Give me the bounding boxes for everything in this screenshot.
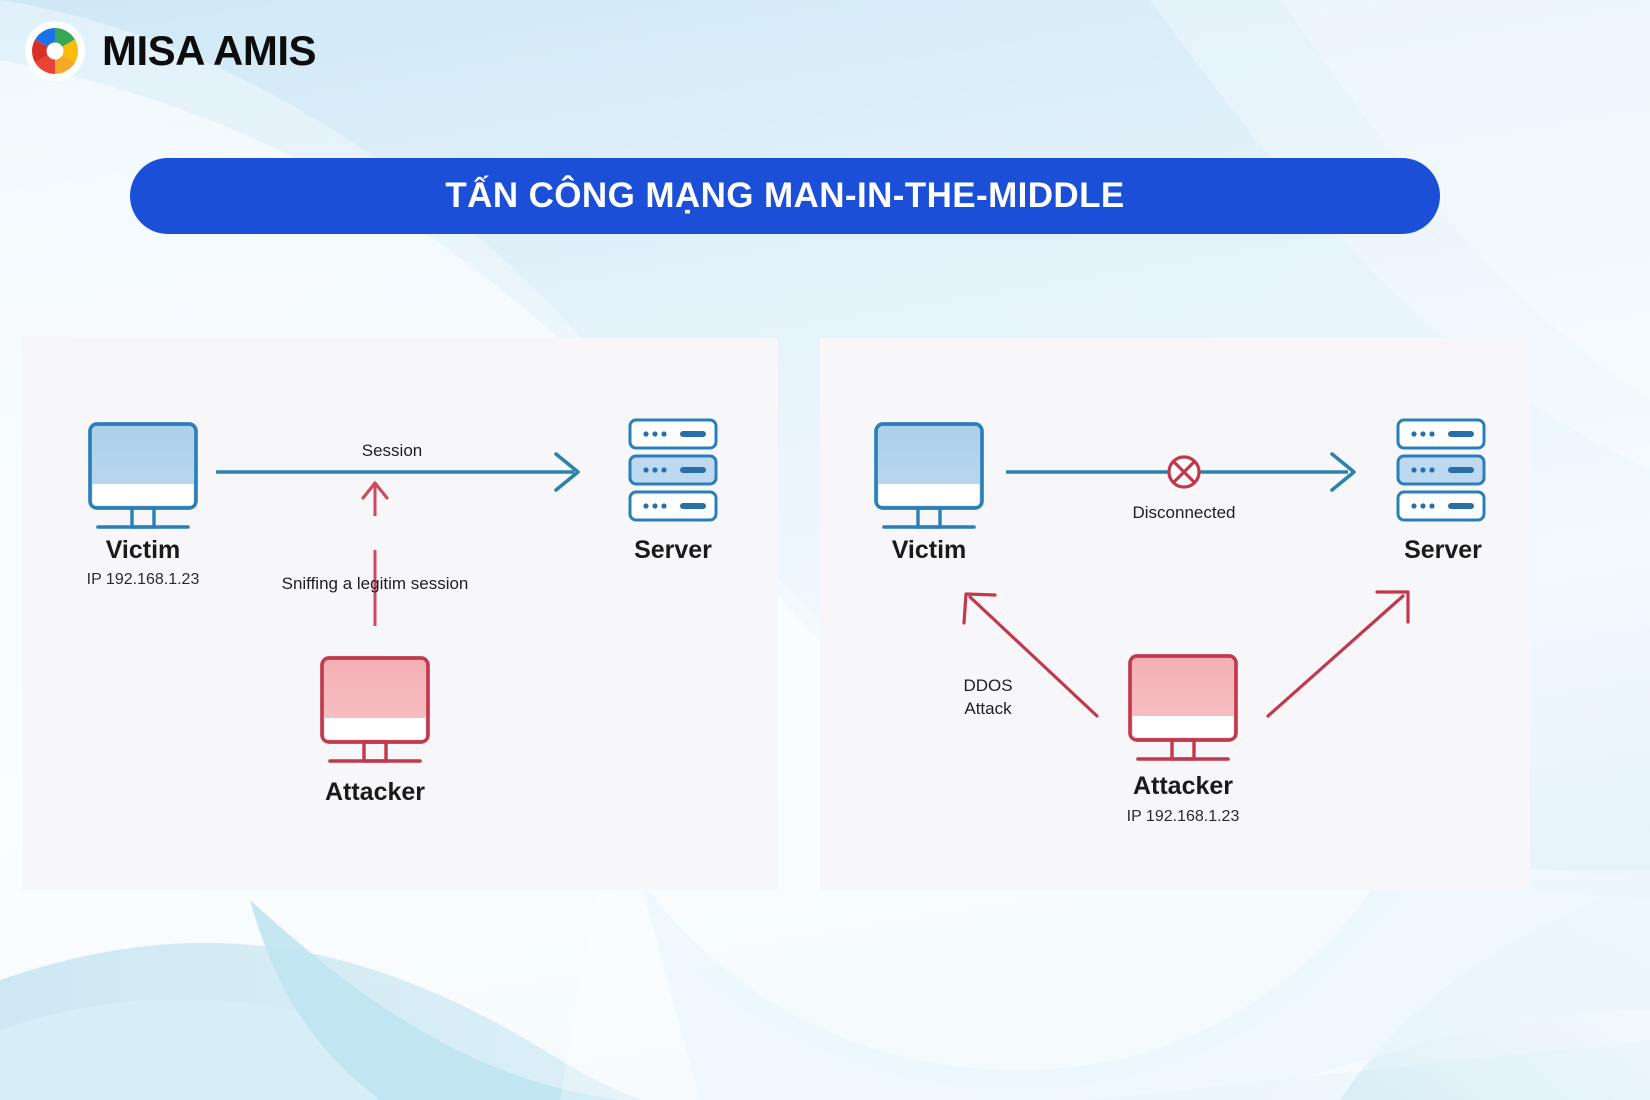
- node-label-server: Server: [634, 536, 712, 564]
- edge-label-sniffing: Sniffing a legitim session: [281, 574, 469, 593]
- ddos-attack-graphics: [874, 418, 1486, 761]
- node-label-attacker: Attacker: [1132, 772, 1234, 800]
- node-ip-victim: IP 192.168.1.23: [86, 571, 200, 588]
- node-victim-icon: [874, 422, 984, 529]
- node-server-icon: [1396, 418, 1486, 522]
- node-label-server: Server: [1404, 536, 1482, 564]
- edge-label-session: Session: [361, 441, 423, 460]
- page-title: TẤN CÔNG MẠNG MAN-IN-THE-MIDDLE: [445, 176, 1125, 215]
- brand-header: MISA AMIS: [26, 22, 317, 80]
- node-victim-icon: [88, 422, 198, 529]
- edge-session-arrow: [216, 452, 580, 492]
- brand-name: MISA AMIS: [102, 27, 317, 74]
- edge-label-disconnected: Disconnected: [1132, 503, 1236, 522]
- node-label-attacker: Attacker: [324, 778, 426, 806]
- misa-aperture-logo-icon: [28, 24, 82, 78]
- node-label-victim: Victim: [105, 536, 181, 564]
- session-hijacking-graphics: [88, 418, 718, 763]
- node-server-icon: [628, 418, 718, 522]
- edge-ddos-victim-arrow: [962, 592, 1099, 718]
- node-attacker-icon: [320, 656, 430, 763]
- blocked-circle-x-icon: [1167, 455, 1201, 489]
- node-ip-attacker: IP 192.168.1.23: [1126, 808, 1240, 825]
- diagram-panel-ddos-attack: Victim Server Attacker IP 192.168.1.23 D…: [820, 338, 1530, 890]
- misa-logo: [26, 22, 84, 80]
- title-banner: TẤN CÔNG MẠNG MAN-IN-THE-MIDDLE: [130, 158, 1440, 234]
- edge-ddos-server-arrow: [1266, 590, 1410, 718]
- edge-label-ddos-attack: DDOS Attack: [963, 676, 1013, 718]
- diagram-panels: Victim IP 192.168.1.23 Server Attacker S…: [0, 338, 1650, 890]
- edge-sniffing-arrow: [361, 481, 389, 626]
- node-label-victim: Victim: [891, 536, 967, 564]
- node-attacker-icon: [1128, 654, 1238, 761]
- diagram-panel-session-hijacking: Victim IP 192.168.1.23 Server Attacker S…: [22, 338, 778, 890]
